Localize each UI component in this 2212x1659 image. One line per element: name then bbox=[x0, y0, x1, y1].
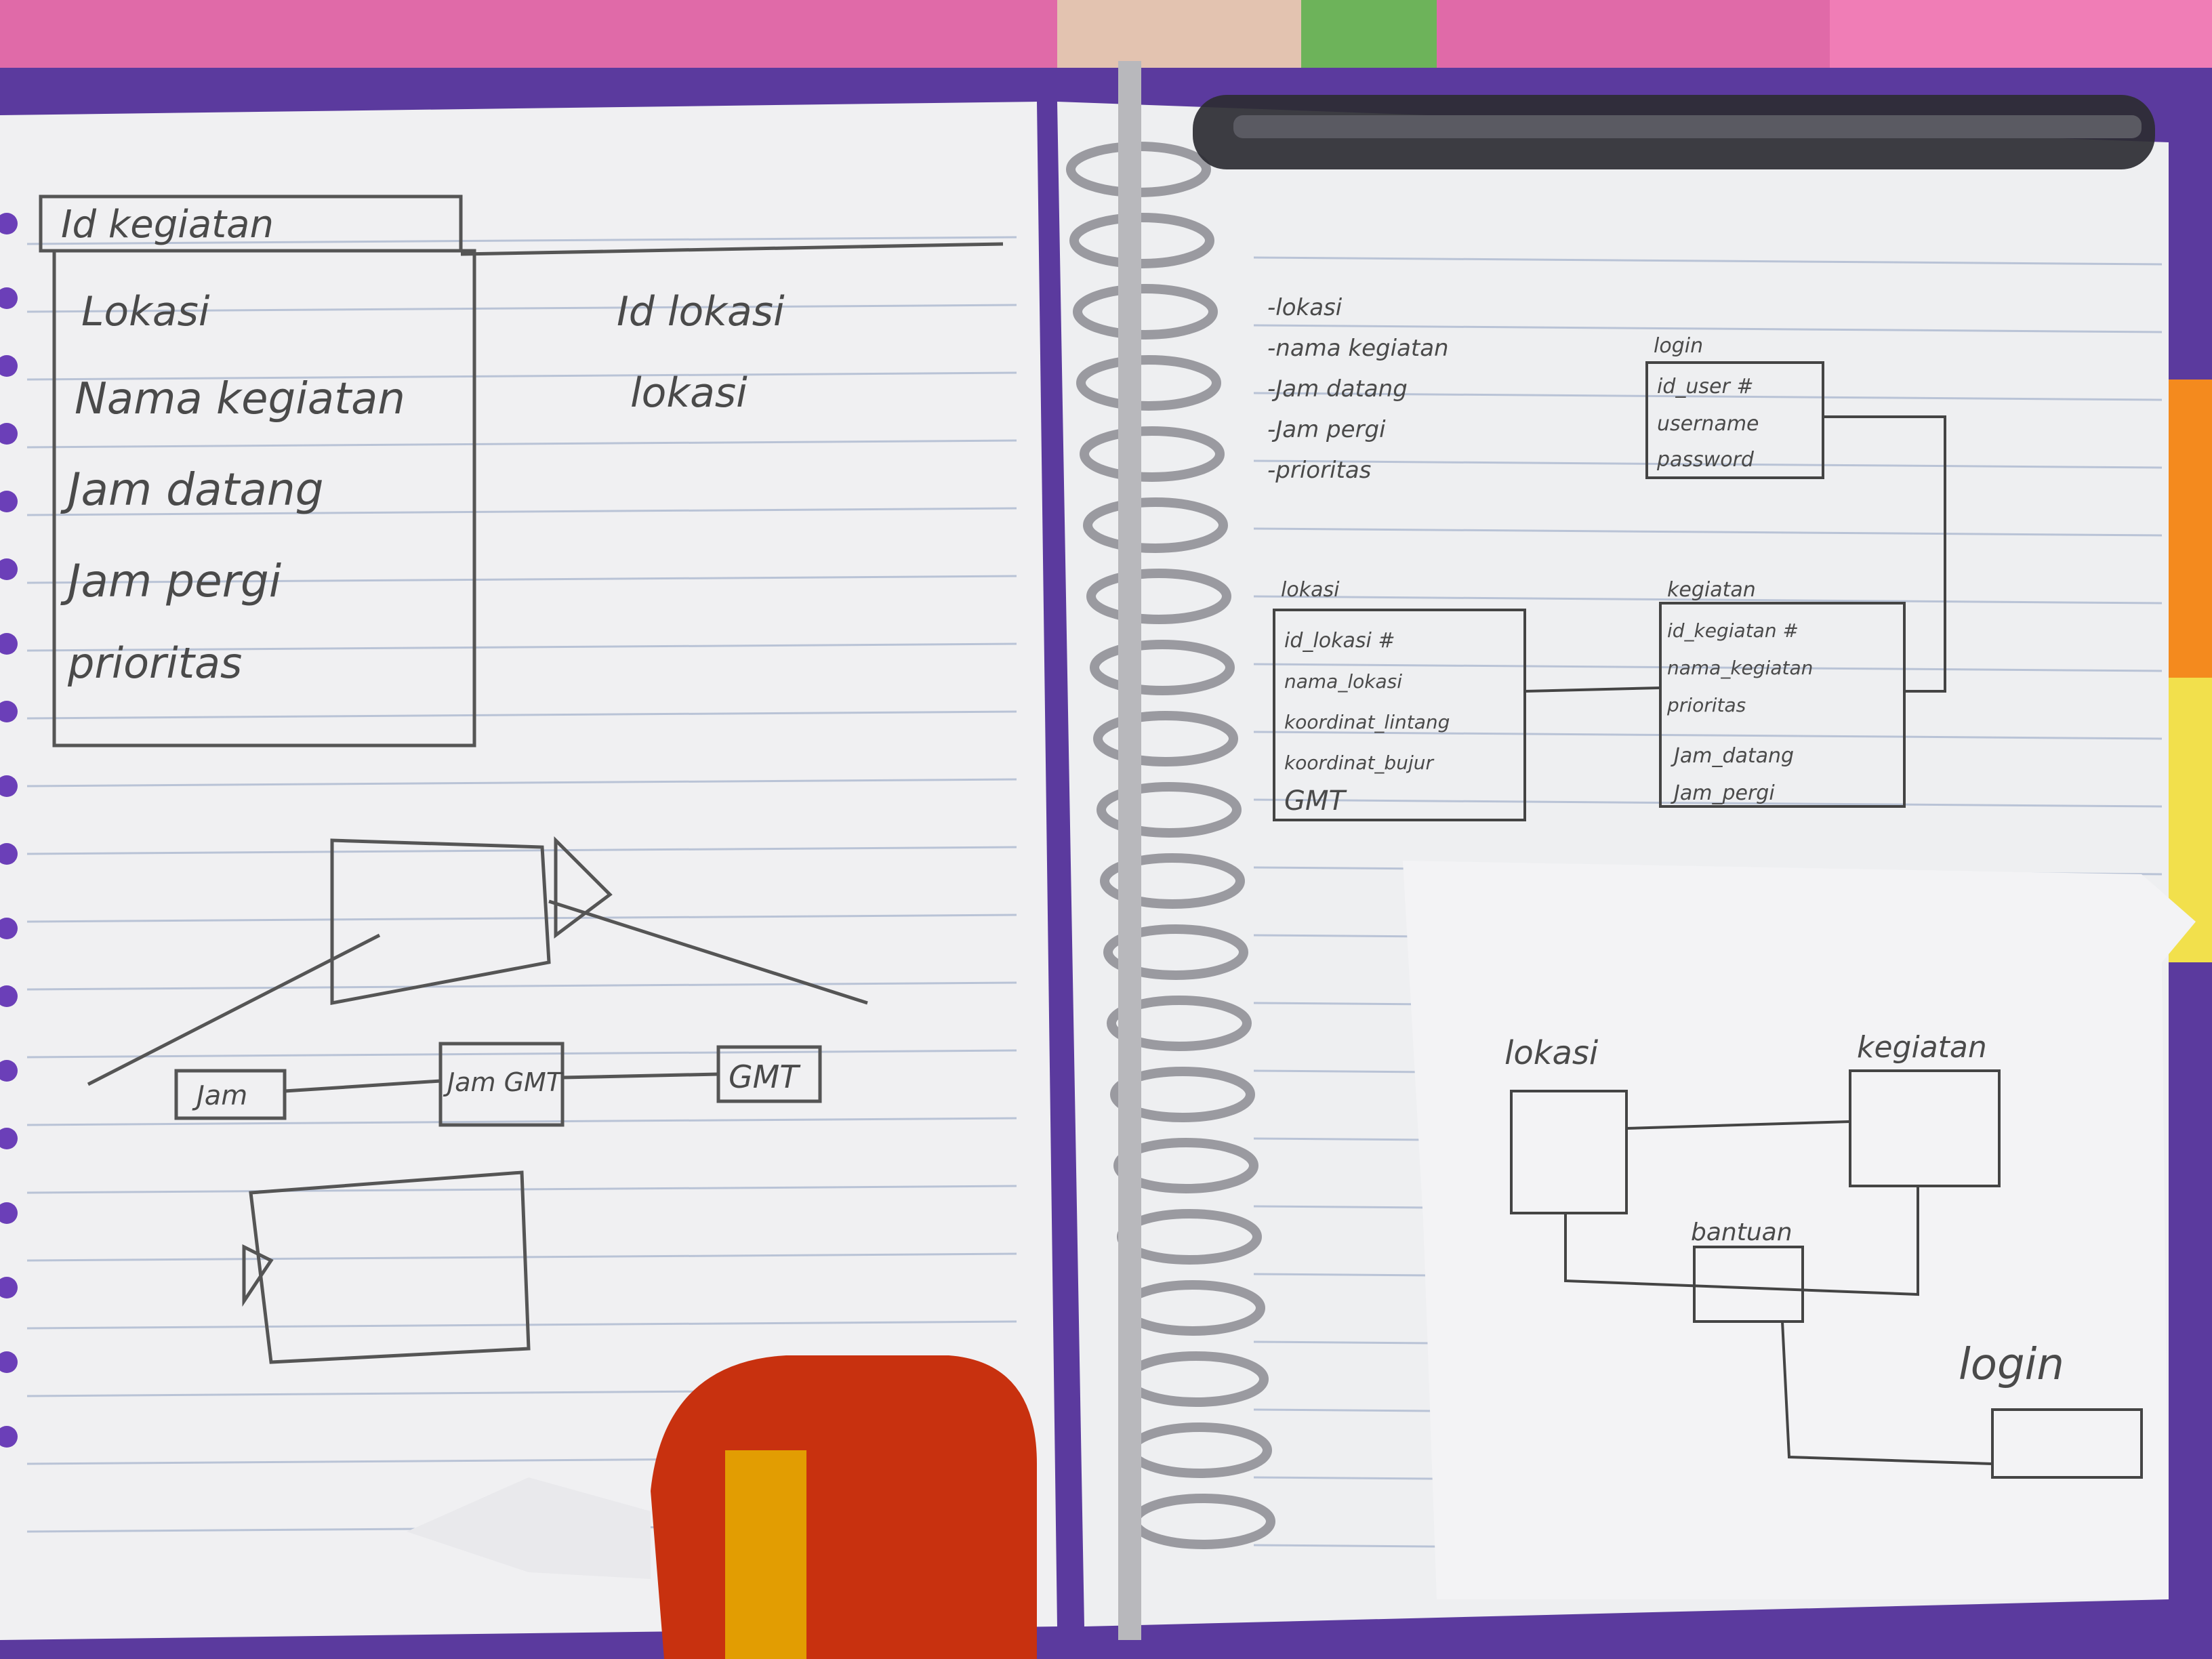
punch-holes bbox=[0, 213, 18, 1448]
erd-kegiatan-title: kegiatan bbox=[1667, 578, 1756, 602]
erd-strokes bbox=[1273, 361, 1946, 821]
sticky-label-kegiatan: kegiatan bbox=[1857, 1030, 1987, 1065]
form-field-2: Nama kegiatan bbox=[75, 374, 405, 424]
side-note-id-lokasi: Id lokasi bbox=[617, 288, 785, 335]
erd-login-field-1: id_user # bbox=[1657, 375, 1754, 398]
orange-tab bbox=[2169, 380, 2212, 678]
erd-login-title: login bbox=[1654, 334, 1703, 358]
erd-login-field-3: password bbox=[1656, 448, 1755, 472]
side-note-lokasi: lokasi bbox=[630, 369, 747, 417]
diagram-box-jam: Jam bbox=[192, 1080, 247, 1111]
list-item-3: -Jam datang bbox=[1267, 375, 1408, 403]
erd-lokasi-field-3: koordinat_lintang bbox=[1284, 711, 1450, 733]
list-item-5: -prioritas bbox=[1267, 457, 1371, 484]
form-field-4: Jam pergi bbox=[60, 555, 282, 607]
sticky-label-bantuan: bantuan bbox=[1691, 1218, 1793, 1246]
erd-login-field-2: username bbox=[1657, 412, 1759, 436]
sticky-note-strokes bbox=[1510, 1069, 2143, 1479]
correction-pen bbox=[407, 1355, 1037, 1659]
left-diagram-strokes bbox=[87, 836, 868, 1364]
form-field-3: Jam datang bbox=[60, 464, 324, 516]
erd-kegiatan-field-2: nama_kegiatan bbox=[1667, 657, 1813, 679]
form-title: Id kegiatan bbox=[61, 203, 274, 247]
sticky-label-login: login bbox=[1959, 1340, 2064, 1390]
list-item-1: -lokasi bbox=[1267, 294, 1343, 321]
binder-rod bbox=[1118, 61, 1141, 1640]
diagram-box-jam-gmt: Jam GMT bbox=[443, 1067, 564, 1097]
erd-kegiatan-field-3: prioritas bbox=[1666, 694, 1746, 716]
erd-kegiatan-field-1: id_kegiatan # bbox=[1667, 619, 1799, 642]
black-pen bbox=[1193, 95, 2155, 169]
list-item-4: -Jam pergi bbox=[1267, 416, 1386, 443]
erd-lokasi-field-5: GMT bbox=[1284, 785, 1348, 817]
spiral-binding bbox=[1066, 142, 1275, 1549]
erd-lokasi-field-1: id_lokasi # bbox=[1284, 629, 1395, 653]
erd-kegiatan-field-5: Jam_pergi bbox=[1671, 781, 1775, 805]
sticky-label-lokasi: lokasi bbox=[1504, 1034, 1599, 1072]
erd-lokasi-field-2: nama_lokasi bbox=[1284, 670, 1402, 693]
form-field-5: prioritas bbox=[67, 638, 242, 688]
erd-kegiatan-field-4: Jam_datang bbox=[1671, 744, 1794, 768]
list-item-2: -nama kegiatan bbox=[1267, 335, 1449, 362]
sticky-note bbox=[1403, 861, 2196, 1599]
erd-lokasi-title: lokasi bbox=[1281, 578, 1340, 602]
form-field-1: Lokasi bbox=[81, 288, 210, 335]
erd-lokasi-field-4: koordinat_bujur bbox=[1284, 752, 1434, 774]
diagram-box-gmt: GMT bbox=[729, 1059, 801, 1095]
form-sketch bbox=[39, 194, 1004, 747]
